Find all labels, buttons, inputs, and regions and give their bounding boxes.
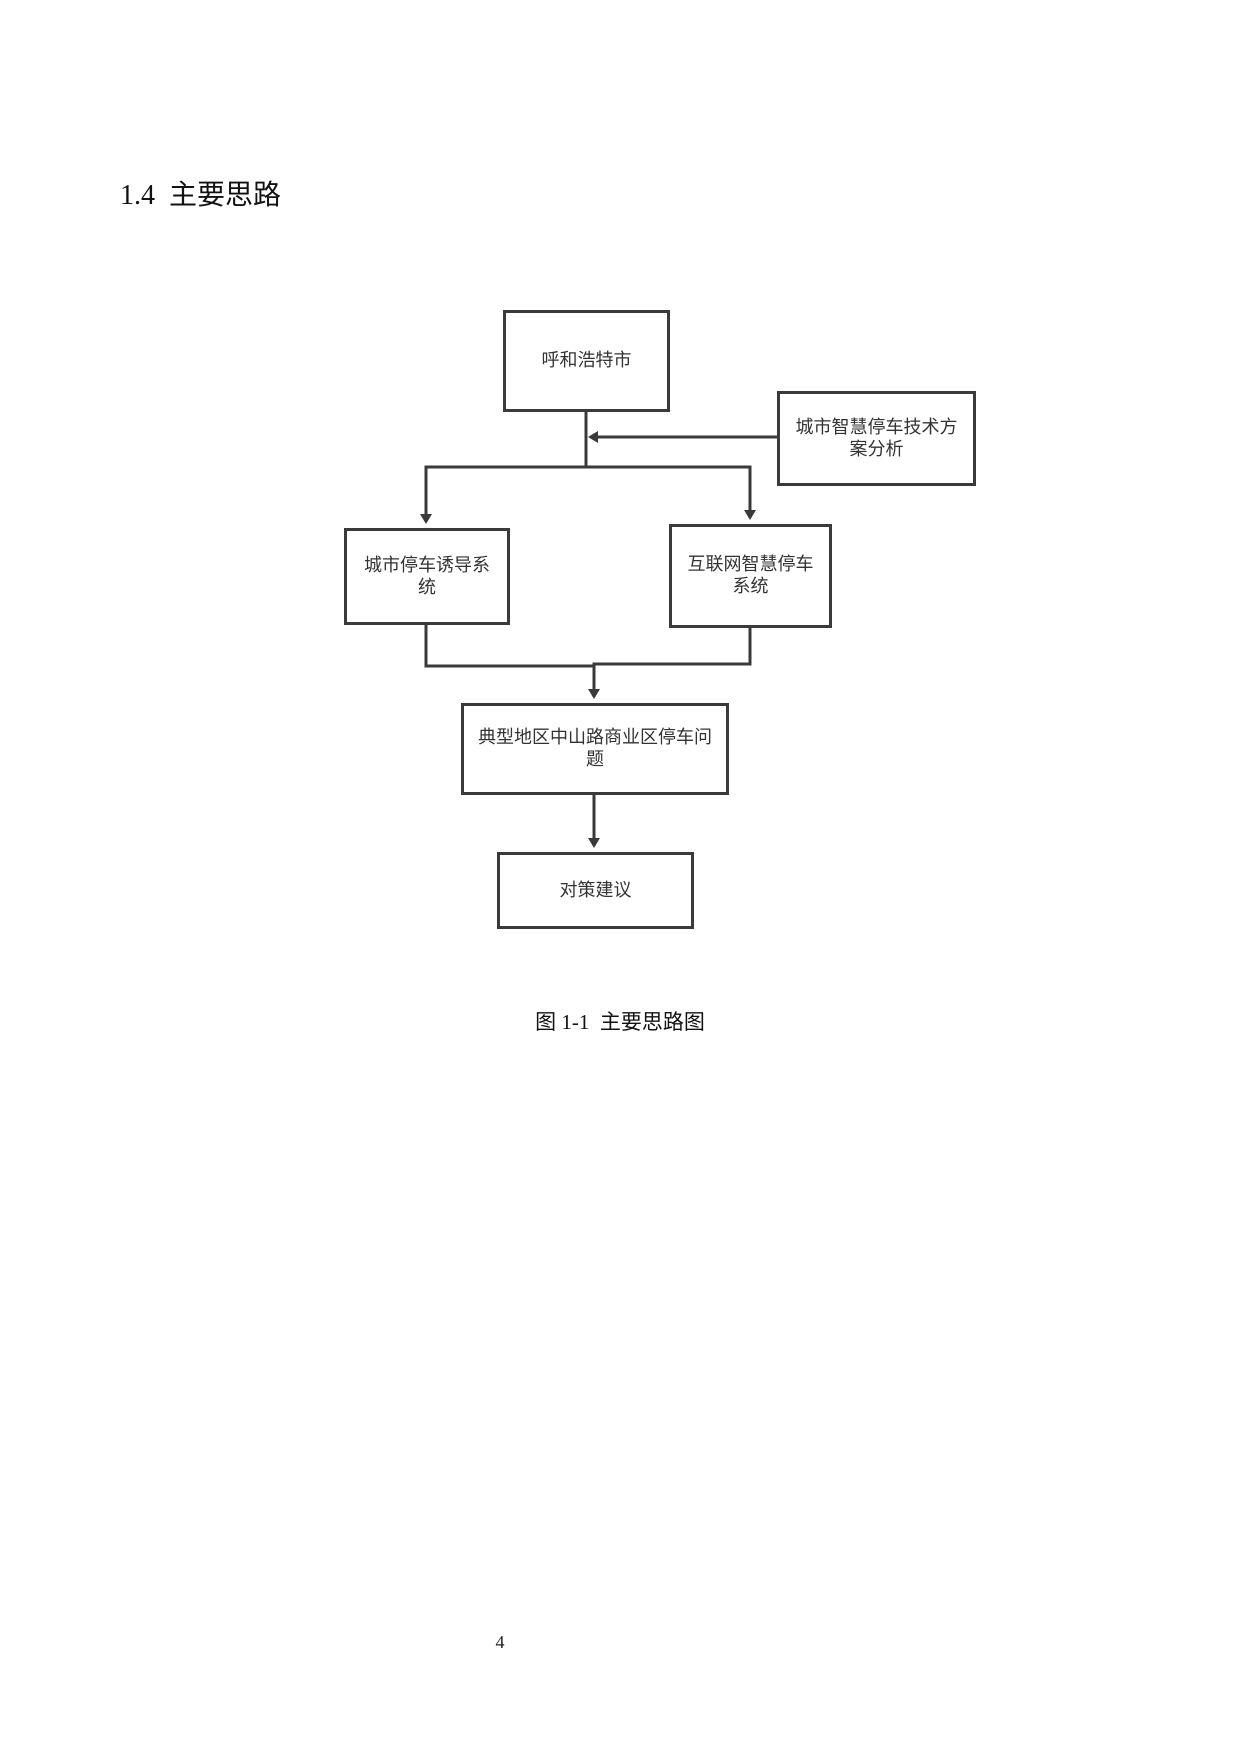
node-guidance-system: 城市停车诱导系统 [344, 528, 510, 625]
node-label: 典型地区中山路商业区停车问题 [478, 727, 712, 770]
node-hohhot: 呼和浩特市 [503, 310, 670, 412]
node-label: 城市停车诱导系统 [364, 554, 490, 598]
section-heading: 1.4 主要思路 [120, 180, 282, 211]
node-internet-system: 互联网智慧停车系统 [669, 524, 832, 628]
node-label: 对策建议 [559, 879, 632, 901]
node-suggestions: 对策建议 [497, 852, 694, 929]
node-label: 城市智慧停车技术方案分析 [795, 416, 958, 460]
node-label: 互联网智慧停车系统 [687, 554, 814, 597]
flowchart-connectors [420, 412, 777, 848]
node-label: 呼和浩特市 [541, 350, 632, 371]
flowchart: 呼和浩特市 城市智慧停车技术方案分析 城市停车诱导系统 互联网智慧停车系统 典型… [344, 310, 976, 929]
page-number: 4 [495, 1632, 505, 1652]
node-zhongshan-problem: 典型地区中山路商业区停车问题 [461, 703, 729, 795]
node-tech-analysis: 城市智慧停车技术方案分析 [777, 391, 976, 486]
figure-caption: 图 1-1 主要思路图 [535, 1010, 705, 1034]
